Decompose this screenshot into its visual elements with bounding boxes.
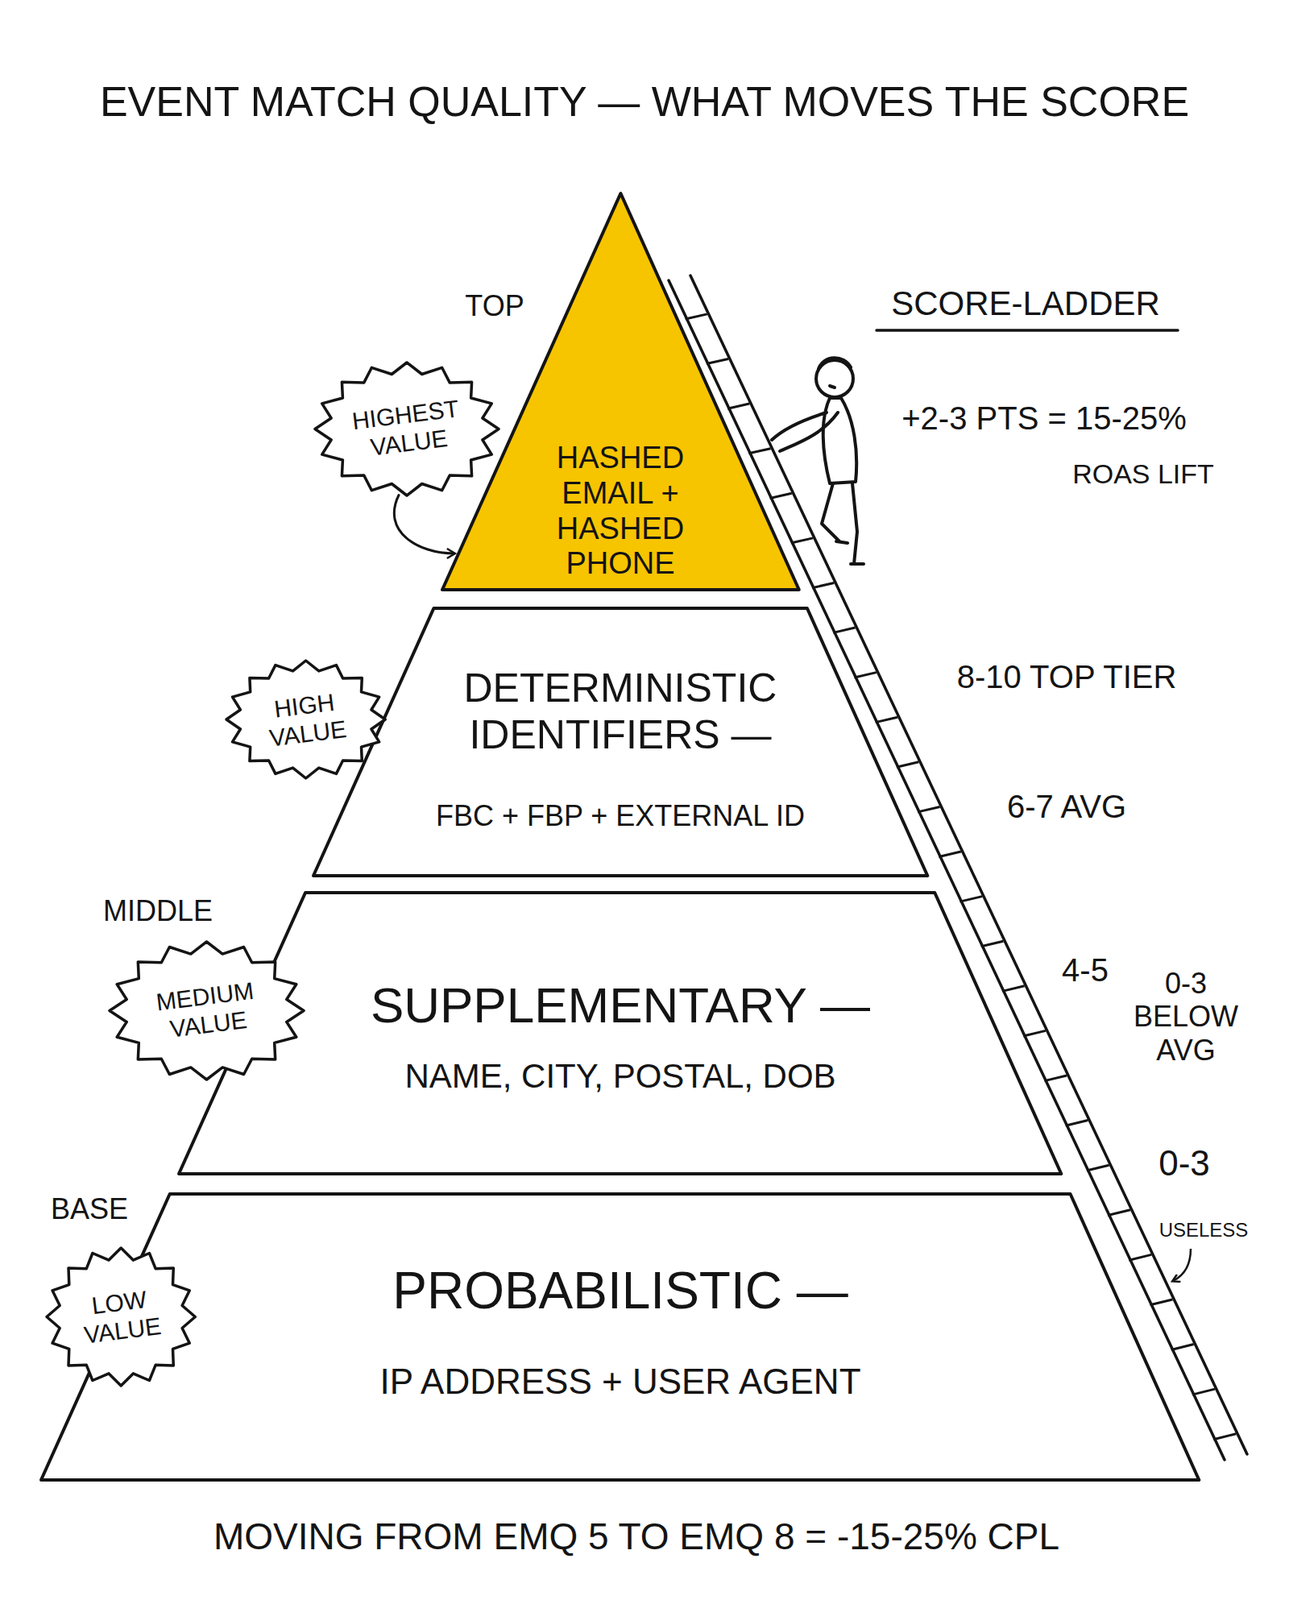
badge-text: HIGH VALUE (252, 685, 360, 754)
ladder-rung (791, 538, 813, 543)
value-badge: HIGH VALUE (223, 658, 388, 781)
value-badge: HIGHEST VALUE (312, 360, 502, 498)
ladder-rung (1065, 1120, 1089, 1127)
climber-figure (771, 357, 864, 564)
callout-arrow (393, 495, 455, 555)
ladder-rung (853, 672, 876, 678)
tier-body: IP ADDRESS + USER AGENT (126, 1361, 1114, 1403)
tier-outline (178, 892, 1062, 1174)
tier-body: FBC + FBP + EXTERNAL ID (380, 799, 862, 833)
ladder-rung (706, 358, 729, 364)
ladder-rung (938, 851, 961, 857)
heading-underline (876, 328, 1178, 332)
ladder-rung (1213, 1434, 1236, 1440)
score-note: 0-3 BELOW AVG (1133, 966, 1239, 1067)
score-note: 6-7 AVG (1007, 787, 1127, 825)
ladder-heading: SCORE-LADDER (891, 284, 1161, 324)
ladder-rung (917, 806, 940, 812)
ladder-rung (1002, 986, 1025, 992)
pyramid-tier: DETERMINISTIC IDENTIFIERS — FBC + FBP + E… (313, 608, 928, 876)
diagram-caption: MOVING FROM EMQ 5 TO EMQ 8 = -15-25% CPL (213, 1515, 1060, 1559)
level-label: TOP (464, 289, 524, 323)
tier-heading: PROBABILISTIC — (171, 1261, 1069, 1322)
ladder-rung (833, 627, 855, 633)
ladder-rung (685, 314, 708, 320)
value-badge: MEDIUM VALUE (107, 939, 307, 1082)
ladder-rung (1150, 1299, 1173, 1306)
ladder-rung (727, 403, 750, 409)
pyramid-tier: HASHED EMAIL + HASHED PHONE (442, 193, 800, 590)
tier-heading: DETERMINISTIC IDENTIFIERS — (439, 665, 800, 759)
ladder-rung (896, 762, 919, 767)
tier-heading: HASHED EMAIL + HASHED PHONE (511, 440, 730, 582)
pyramid-tier: PROBABILISTIC — IP ADDRESS + USER AGENT (41, 1193, 1199, 1480)
badge-text: LOW VALUE (70, 1283, 172, 1351)
ladder-rung (812, 582, 834, 588)
score-note: +2-3 PTS = 15-25% (901, 399, 1187, 437)
leader-arrow (1172, 1248, 1191, 1281)
tier-body: NAME, CITY, POSTAL, DOB (264, 1056, 978, 1096)
value-badge: LOW VALUE (44, 1245, 198, 1389)
score-note: 8-10 TOP TIER (957, 658, 1178, 696)
level-label: BASE (50, 1192, 129, 1226)
ladder-rung (1086, 1164, 1110, 1171)
tier-heading: SUPPLEMENTARY — (300, 976, 941, 1034)
ladder-rung (1107, 1210, 1131, 1216)
ladder-rung (1128, 1254, 1152, 1260)
ladder-rung (770, 493, 792, 498)
ladder-rung (1192, 1388, 1215, 1395)
score-note: 0-3 (1158, 1143, 1211, 1185)
score-note: USELESS (1159, 1218, 1249, 1242)
ladder-rung (875, 717, 898, 722)
ladder-rung (981, 940, 1004, 947)
pyramid-tier: SUPPLEMENTARY — NAME, CITY, POSTAL, DOB (178, 892, 1062, 1174)
ladder-rung (1044, 1075, 1067, 1082)
tier-outline (41, 1193, 1199, 1480)
ladder-rung (748, 448, 771, 454)
diagram-title: EVENT MATCH QUALITY — WHAT MOVES THE SCO… (99, 78, 1190, 127)
score-note: ROAS LIFT (1072, 458, 1215, 490)
ladder-rung (1171, 1344, 1194, 1351)
ladder-rung (1023, 1030, 1046, 1037)
level-label: MIDDLE (103, 894, 213, 928)
score-note: 4-5 (1061, 951, 1109, 989)
ladder-rung (960, 896, 983, 903)
